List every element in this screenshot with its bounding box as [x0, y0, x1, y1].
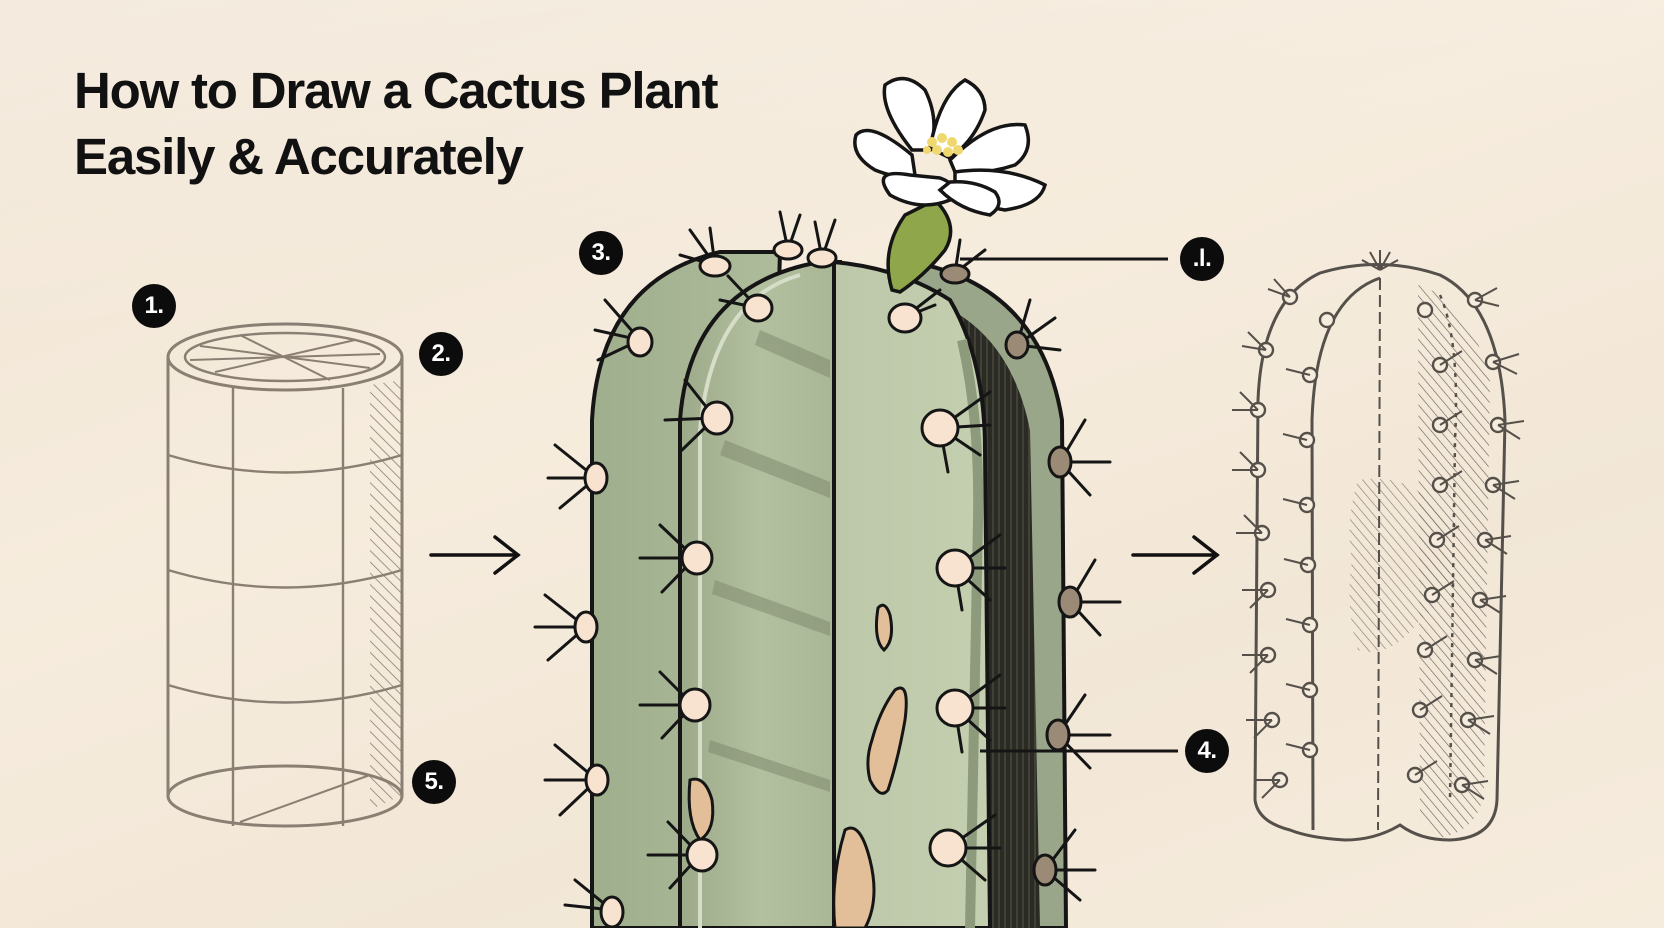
title-line-1: How to Draw a Cactus Plant: [74, 62, 718, 119]
step-marker-3: 3.: [579, 231, 623, 275]
step-marker-label: 3.: [591, 239, 611, 266]
step-marker-1: 1.: [132, 284, 176, 328]
step-marker-2: 2.: [419, 332, 463, 376]
lineart-spines: [1232, 250, 1525, 800]
spines: [533, 210, 1122, 928]
step-marker-top-right: .l.: [1180, 237, 1224, 281]
arrow-right-icon: [1131, 535, 1220, 575]
title-line-2: Easily & Accurately: [74, 128, 524, 185]
step-marker-4: 4.: [1185, 729, 1229, 773]
arrow-right-icon: [429, 535, 521, 575]
step-marker-label: 2.: [431, 340, 451, 367]
step-marker-label: 4.: [1197, 737, 1217, 764]
step-marker-5: 5.: [412, 760, 456, 804]
colored-cactus: [533, 76, 1122, 928]
step-marker-label: .l.: [1192, 245, 1212, 272]
page-title: How to Draw a Cactus Plant Easily & Accu…: [74, 58, 718, 190]
cylinder-sketch: [166, 322, 404, 828]
step-marker-label: 1.: [144, 292, 164, 319]
cactus-flower: [853, 76, 1048, 294]
step-marker-label: 5.: [424, 768, 444, 795]
line-art-cactus: [1232, 250, 1525, 842]
